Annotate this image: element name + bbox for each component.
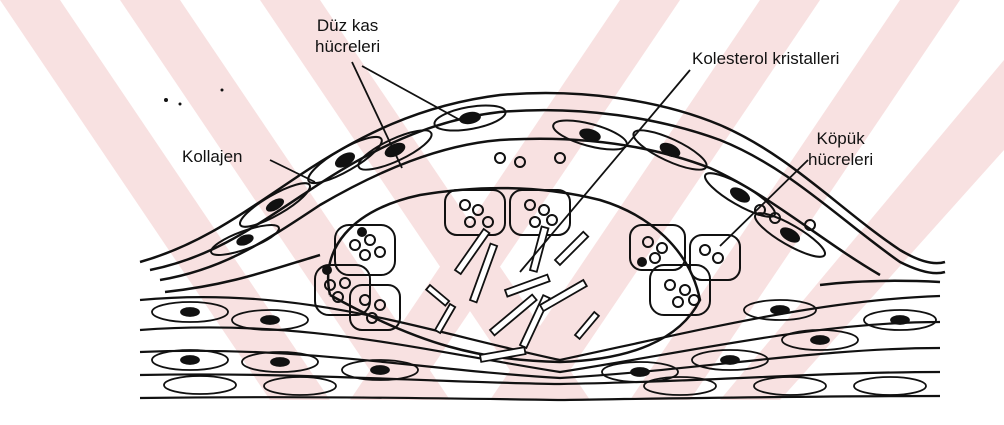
label-smooth-muscle-cells: Düz kas hücreleri [315, 15, 380, 57]
label-line-2: hücreleri [315, 36, 380, 57]
watermark-stripes [0, 0, 1004, 400]
label-text: Kollajen [182, 146, 243, 167]
label-collagen: Kollajen [182, 146, 243, 167]
label-line-1: Köpük [808, 128, 873, 149]
label-line-2: hücreleri [808, 149, 873, 170]
label-text: Kolesterol kristalleri [692, 48, 839, 69]
label-foam-cells: Köpük hücreleri [808, 128, 873, 170]
label-cholesterol-crystals: Kolesterol kristalleri [692, 48, 839, 69]
label-line-1: Düz kas [315, 15, 380, 36]
